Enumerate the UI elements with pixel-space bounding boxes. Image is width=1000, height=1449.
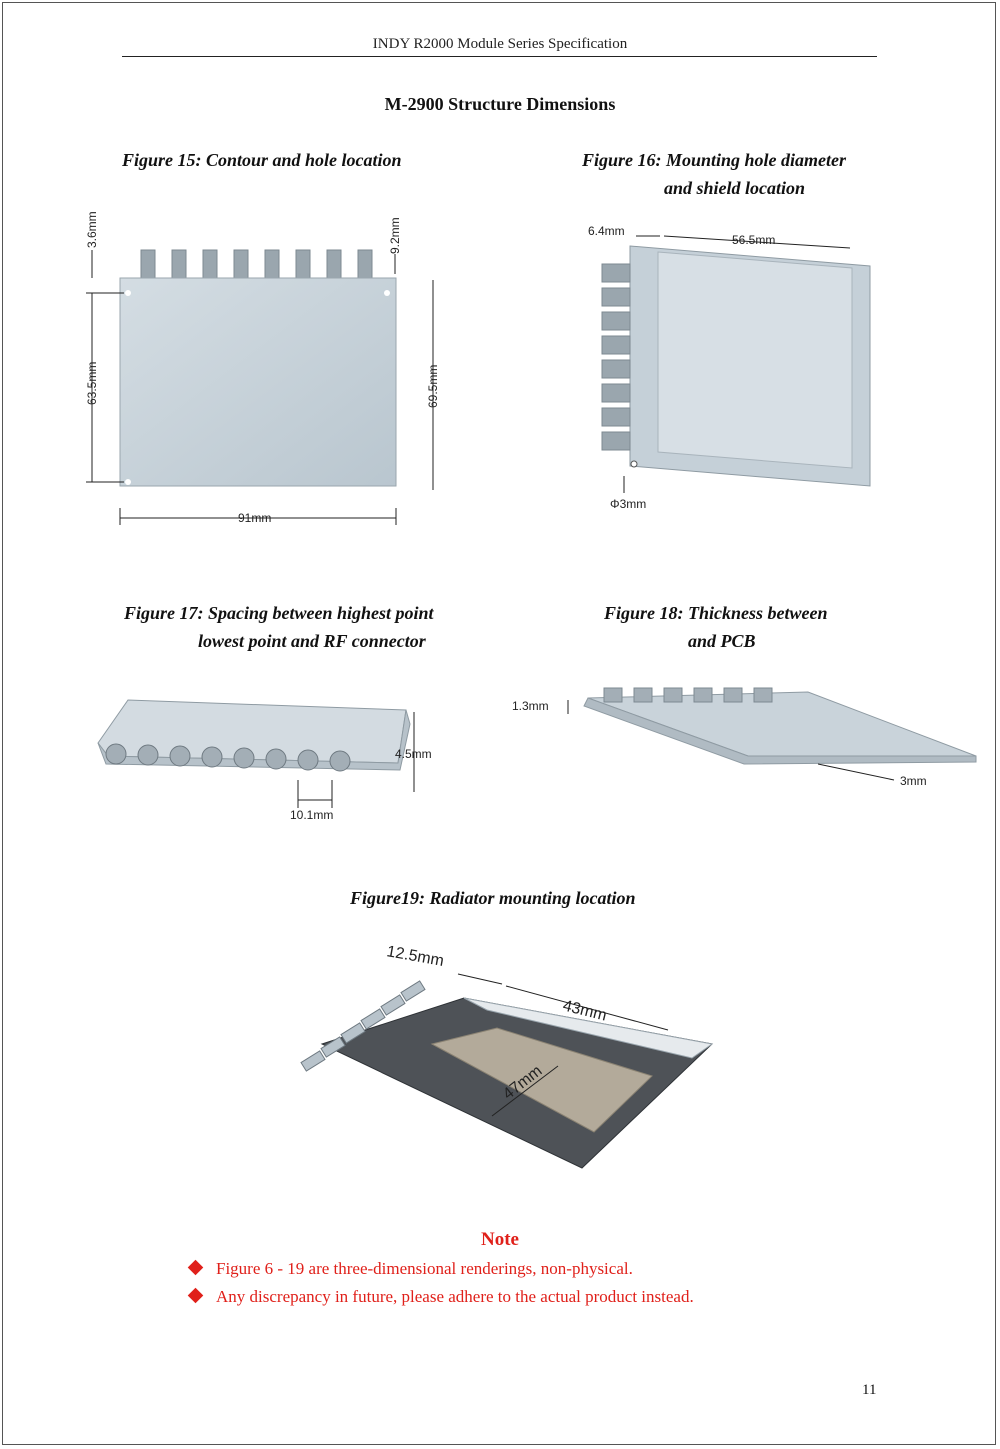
fig19-dim-a: 12.5mm (385, 943, 445, 970)
diamond-bullet-icon (187, 1287, 204, 1304)
fig15-dim-top-right: 9.2mm (388, 217, 402, 254)
fig16-dim-left: 6.4mm (588, 224, 625, 238)
fig15-drawing: 3.6mm 9.2mm 63.5mm 69.5mm 91mm (85, 211, 440, 525)
fig17-dim-height: 4.5mm (395, 747, 432, 761)
note-item-text: Any discrepancy in future, please adhere… (216, 1287, 694, 1306)
fig16-caption-line1: Figure 16: Mounting hole diameter (582, 150, 847, 170)
fig17-drawing: 4.5mm 10.1mm (97, 699, 432, 822)
fig19-caption: Figure19: Radiator mounting location (350, 888, 636, 908)
fig16-caption-line2: and shield location (664, 178, 806, 198)
header-title: INDY R2000 Module Series Specification (372, 36, 628, 52)
header-rule (122, 56, 877, 57)
page-number: 11 (862, 1382, 877, 1398)
fig16-dim-top: 56.5mm (732, 233, 775, 247)
section-title: M-2900 Structure Dimensions (384, 94, 616, 114)
fig16-dim-hole: Φ3mm (610, 497, 646, 511)
fig18-drawing: 1.3mm 3mm (512, 687, 977, 788)
diamond-bullet-icon (187, 1259, 204, 1276)
fig16-drawing: 6.4mm 56.5mm Φ3mm (588, 224, 871, 511)
note-item-text: Figure 6 - 19 are three-dimensional rend… (216, 1259, 633, 1278)
fig18-dim-bottom: 3mm (900, 774, 927, 788)
fig18-dim-top: 1.3mm (512, 699, 549, 713)
note-title: Note (481, 1229, 519, 1250)
fig19-drawing: 12.5mm 43mm 47mm (300, 943, 714, 1169)
fig15-caption: Figure 15: Contour and hole location (122, 150, 402, 170)
fig15-dim-top-left: 3.6mm (85, 211, 99, 248)
note-item-1: Figure 6 - 19 are three-dimensional rend… (187, 1259, 633, 1279)
fig15-dim-right: 69.5mm (426, 365, 440, 408)
fig17-dim-spacing: 10.1mm (290, 808, 333, 822)
fig15-dim-bottom: 91mm (238, 511, 271, 525)
fig18-caption-line1: Figure 18: Thickness between (604, 603, 828, 623)
fig18-caption-line2: and PCB (688, 631, 756, 651)
fig17-caption-line1: Figure 17: Spacing between highest point (124, 603, 434, 623)
note-item-2: Any discrepancy in future, please adhere… (187, 1287, 694, 1307)
fig15-dim-left: 63.5mm (85, 362, 99, 405)
fig17-caption-line2: lowest point and RF connector (198, 631, 426, 651)
